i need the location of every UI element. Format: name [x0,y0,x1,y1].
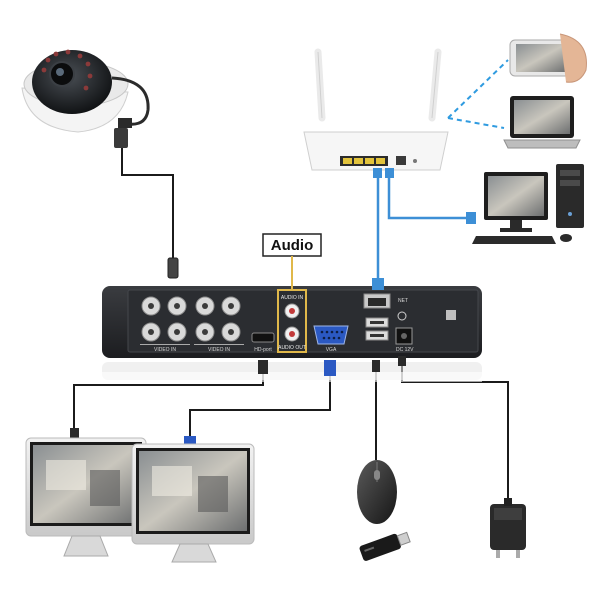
desktop-pc-icon [472,164,584,244]
label-video-in-a: VIDEO IN [154,347,176,353]
label-audio-out: AUDIO OUT [278,345,306,351]
vga-cable [189,375,331,440]
camera-cable [121,148,174,265]
smartphone-icon [509,33,587,83]
usb-drive-icon [359,531,411,561]
dvr-port-labels: VIDEO IN VIDEO IN HD-port AUDIO IN AUDIO… [154,295,414,353]
audio-callout-label: Audio [271,237,314,254]
dome-camera-icon [21,49,150,148]
monitor-icon [25,437,147,557]
label-hdmi: HD-port [254,347,272,353]
monitor-icon [131,443,255,563]
mouse-icon [357,460,397,524]
label-audio-in: AUDIO IN [281,295,304,301]
wireless-link-phone [447,59,509,119]
laptop-icon [503,96,581,149]
label-dc: DC 12V [396,347,414,353]
wireless-link-laptop [447,117,505,129]
network-cable-pc [387,170,472,220]
dvr-recorder-icon [102,286,482,382]
audio-callout: Audio [262,233,322,290]
label-net: NET [398,298,408,304]
power-adapter-icon [490,498,526,558]
label-vga: VGA [326,347,337,353]
wifi-router-icon [303,48,449,178]
label-video-in-b: VIDEO IN [208,347,230,353]
